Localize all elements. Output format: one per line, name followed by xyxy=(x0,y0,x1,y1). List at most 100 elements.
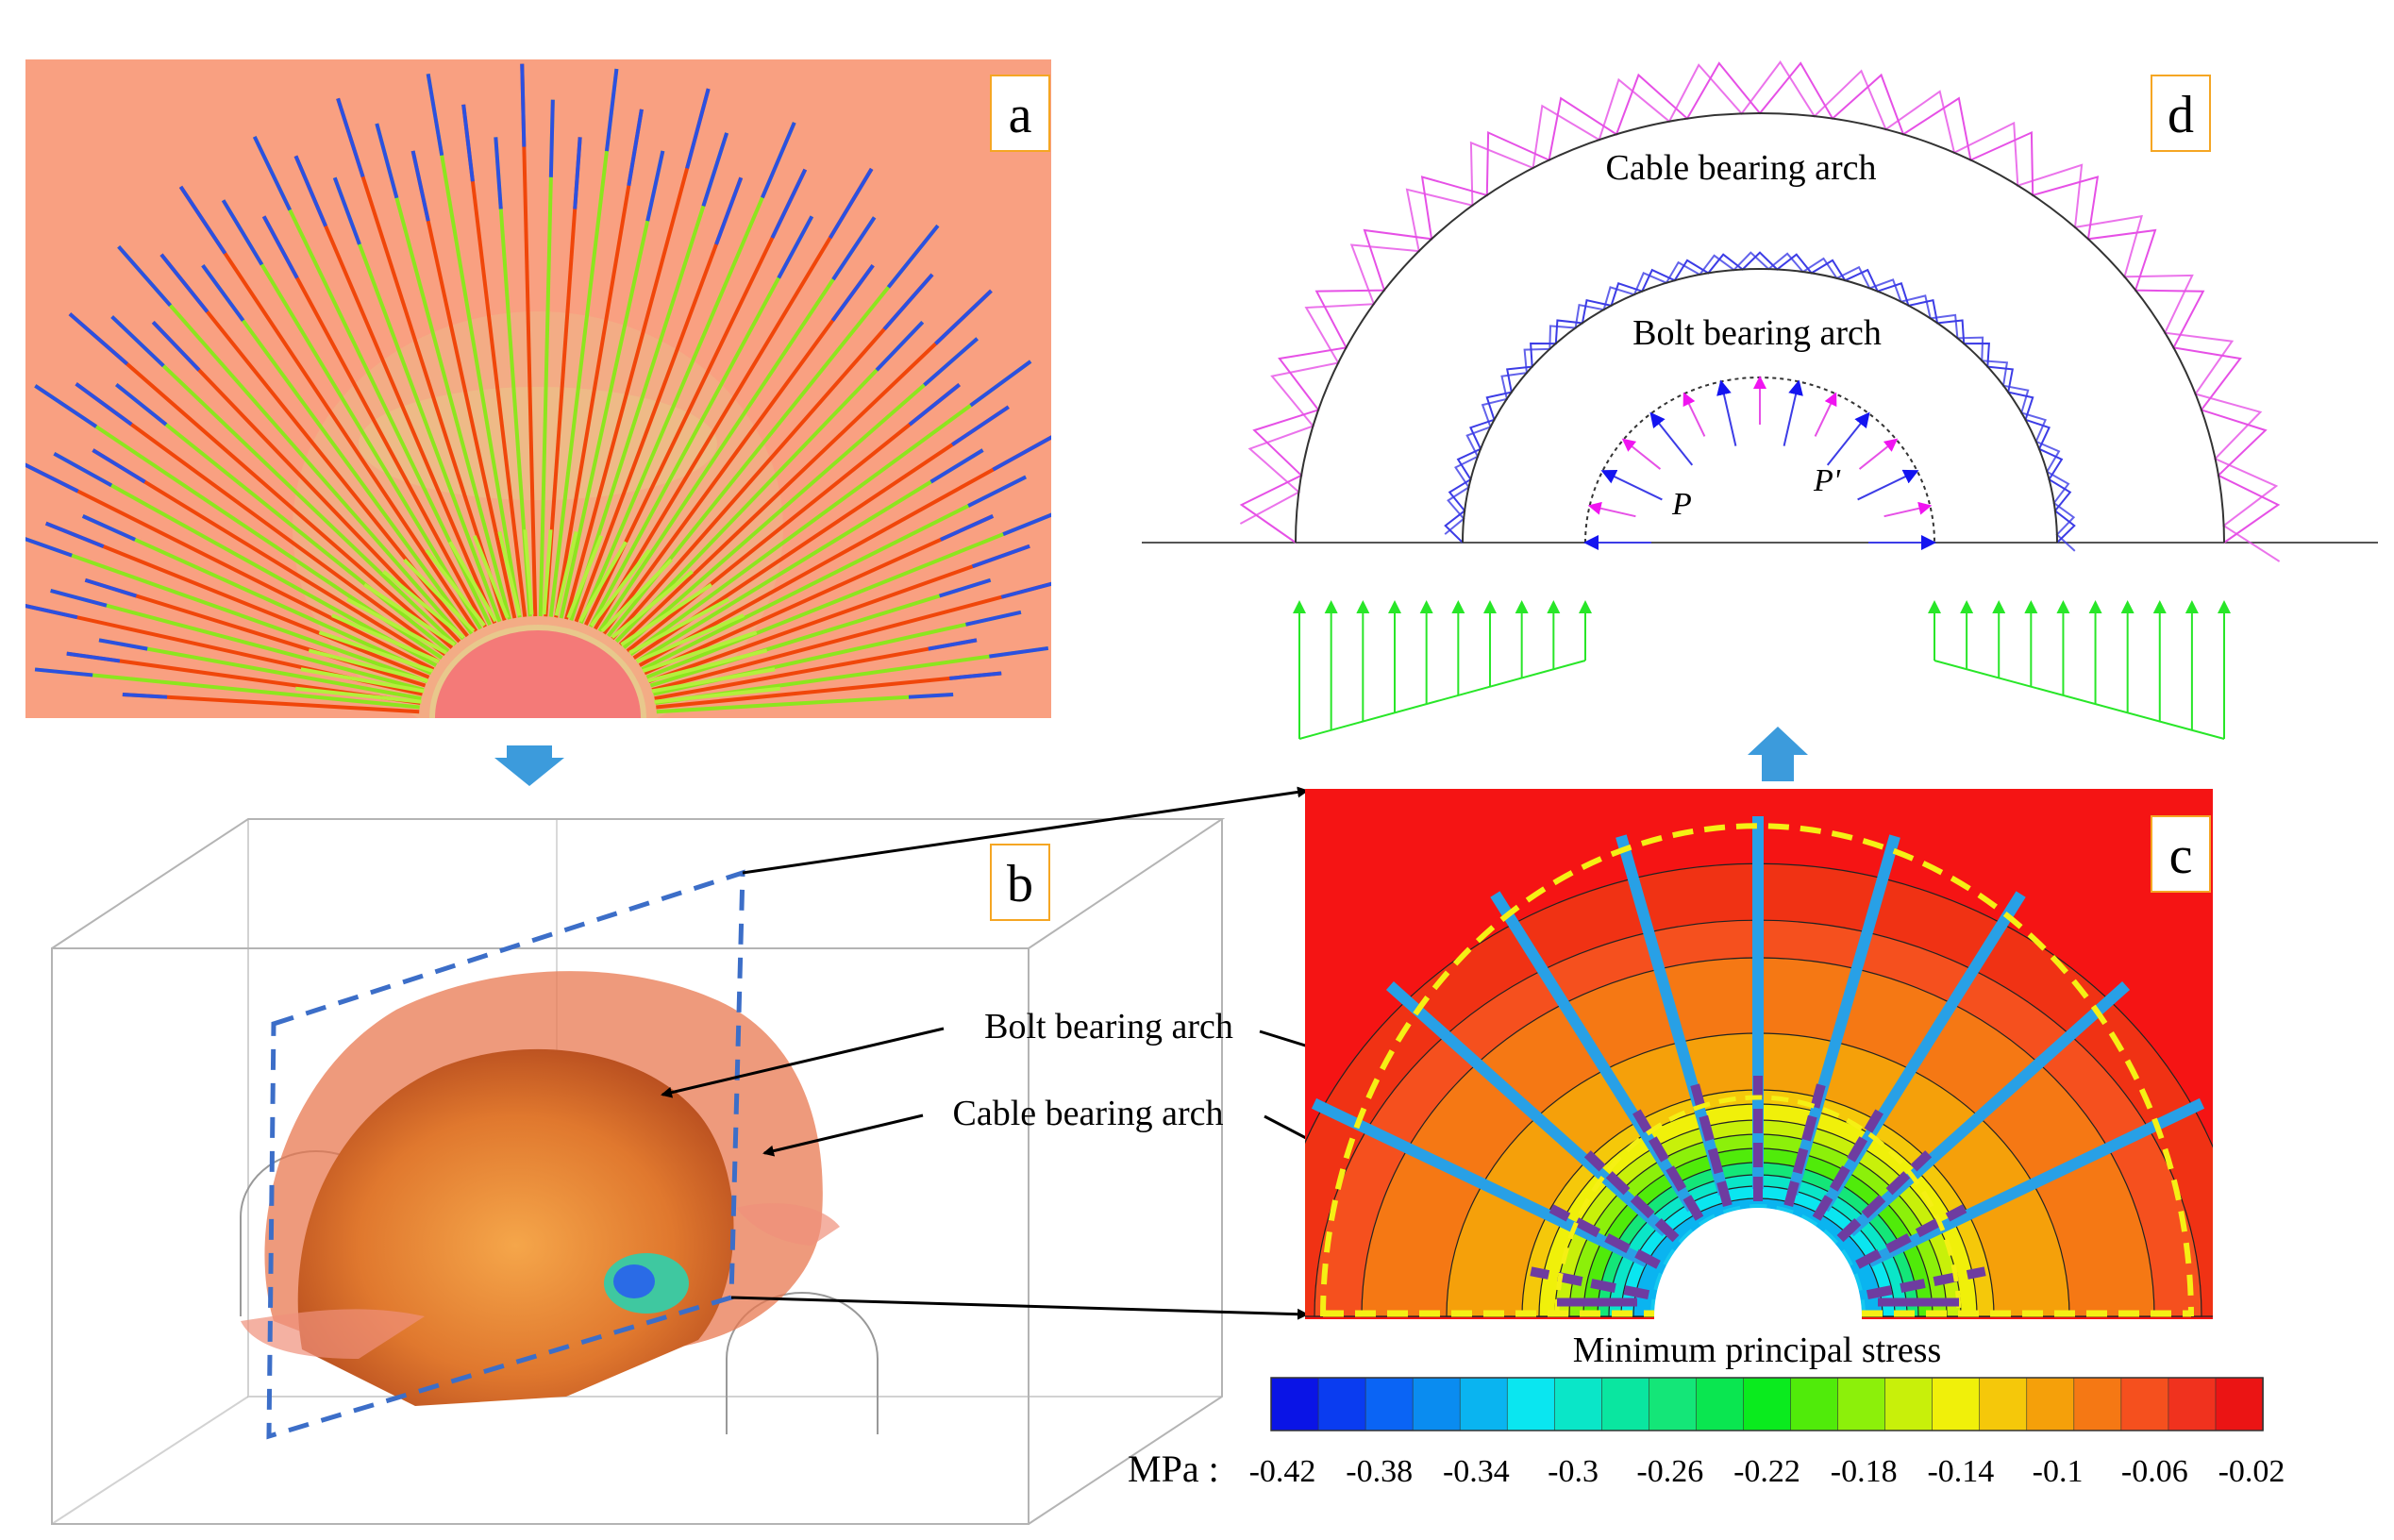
legend-swatch xyxy=(2168,1377,2217,1431)
pressure-arrow-p xyxy=(1600,469,1663,501)
legend-tick-label: -0.22 xyxy=(1733,1454,1800,1489)
cable-arch-boundary xyxy=(1320,823,2194,1317)
bolt-rod xyxy=(1783,1083,1826,1207)
rock-bolt xyxy=(611,273,934,641)
short-bolt xyxy=(300,667,425,694)
legend-swatch xyxy=(1790,1377,1839,1431)
rock-bolt xyxy=(410,150,517,619)
bolt-rod xyxy=(1812,1109,1883,1221)
panel-d-label-box xyxy=(2151,75,2211,152)
rock-bolt xyxy=(84,578,427,688)
short-bolt xyxy=(294,686,422,704)
rock-bolt xyxy=(602,263,875,635)
cable-rod xyxy=(1867,1097,2205,1267)
legend-tick-label: -0.02 xyxy=(2218,1454,2285,1489)
rock-bolt xyxy=(635,448,984,663)
short-bolt xyxy=(566,535,604,619)
bolt-rod xyxy=(1866,1266,1986,1300)
rock-bolt xyxy=(614,321,925,644)
panel-c-label-box xyxy=(2151,815,2211,893)
rock-bolt xyxy=(426,74,522,618)
legend-swatch xyxy=(1743,1377,1792,1431)
pressure-arrow-p-prime xyxy=(1883,501,1933,518)
legend-swatch xyxy=(1649,1377,1698,1431)
bolt-rod xyxy=(1530,1266,1650,1300)
rock-bolt xyxy=(117,245,465,641)
pressure-arrow-p-prime xyxy=(1814,392,1837,437)
legend-swatch xyxy=(1270,1377,1319,1431)
pressure-arrow-p xyxy=(1826,411,1870,466)
rock-bolt xyxy=(25,462,435,672)
rock-bolt xyxy=(618,289,993,646)
rock-bolt xyxy=(461,104,527,617)
rock-bolt xyxy=(645,512,1051,679)
legend-swatch xyxy=(1364,1377,1414,1431)
rock-bolt xyxy=(332,176,502,623)
short-bolt xyxy=(523,529,534,615)
pressure-arrow-p-prime xyxy=(1682,392,1706,437)
legend-tick-label: -0.18 xyxy=(1831,1454,1898,1489)
rock-bolt xyxy=(44,521,430,679)
green-load-distribution xyxy=(1293,600,2231,740)
rock-bolt xyxy=(626,383,961,653)
pressure-arrow-p xyxy=(1649,411,1694,466)
short-bolt xyxy=(642,630,758,673)
bolt-arch-boundary xyxy=(1554,1095,1962,1317)
rock-bolt-fan xyxy=(25,63,1051,714)
pressure-arrow-p xyxy=(1716,379,1737,446)
short-bolt xyxy=(636,613,745,663)
rock-bolt xyxy=(293,155,497,625)
panel-d: Cable bearing arch Bolt bearing arch P P… xyxy=(1142,60,2378,740)
panel-a-background xyxy=(25,59,1051,718)
rock-bolt xyxy=(261,215,487,628)
cable-zigzag-line-b xyxy=(1239,60,2281,562)
bolt-rod xyxy=(1549,1204,1661,1269)
rock-bolt xyxy=(75,382,446,657)
rock-bolt xyxy=(656,692,954,714)
rock-bolt xyxy=(548,68,619,617)
rock-bolt xyxy=(50,589,425,692)
short-bolt xyxy=(578,541,628,623)
rock-bolt xyxy=(574,176,744,623)
rock-bolt xyxy=(336,97,507,621)
cable-arch-zigzag xyxy=(1239,60,2281,562)
rock-bolt xyxy=(110,315,458,646)
short-bolt xyxy=(425,548,486,628)
legend-tick-label: -0.1 xyxy=(2033,1454,2084,1489)
panel-a-label-box xyxy=(990,75,1050,152)
p-prime-label: P' xyxy=(1813,463,1841,498)
cable-zigzag-line xyxy=(1239,61,2281,544)
legend-swatch xyxy=(2073,1377,2122,1431)
rock-bolt xyxy=(578,122,796,625)
rock-bolt xyxy=(649,578,992,688)
rock-bolt xyxy=(641,475,1027,672)
panel-a: a xyxy=(25,59,1051,718)
rock-bolt xyxy=(593,167,874,630)
rock-bolt xyxy=(53,451,438,667)
rock-bolt xyxy=(221,199,483,630)
legend-swatch xyxy=(1601,1377,1650,1431)
rock-bolt xyxy=(520,63,538,617)
short-bolt xyxy=(308,648,428,683)
panel-b-label-box xyxy=(990,844,1050,921)
legend-swatch xyxy=(1317,1377,1366,1431)
legend-swatch xyxy=(1506,1377,1556,1431)
panel-a-label: a xyxy=(1009,86,1032,144)
short-bolt xyxy=(611,570,694,640)
support-pressure-arrows xyxy=(1583,376,1936,550)
cable-arch-annotation: Cable bearing arch xyxy=(953,1094,1224,1133)
legend-swatch xyxy=(2120,1377,2169,1431)
rock-bolt xyxy=(92,448,441,663)
bearing-arch-3d xyxy=(241,971,840,1406)
rock-bolt xyxy=(647,544,1030,683)
short-bolt xyxy=(651,667,776,694)
cable-arch-pointer xyxy=(762,1113,924,1157)
cable-arch-line xyxy=(1295,112,2225,544)
legend-swatch xyxy=(1459,1377,1509,1431)
bolt-rod xyxy=(1632,1109,1704,1221)
short-bolt xyxy=(654,686,781,704)
legend-tick-label: -0.26 xyxy=(1636,1454,1703,1489)
bolt-arch-title: Bolt bearing arch xyxy=(1632,313,1882,353)
legend-swatch xyxy=(1837,1377,1886,1431)
